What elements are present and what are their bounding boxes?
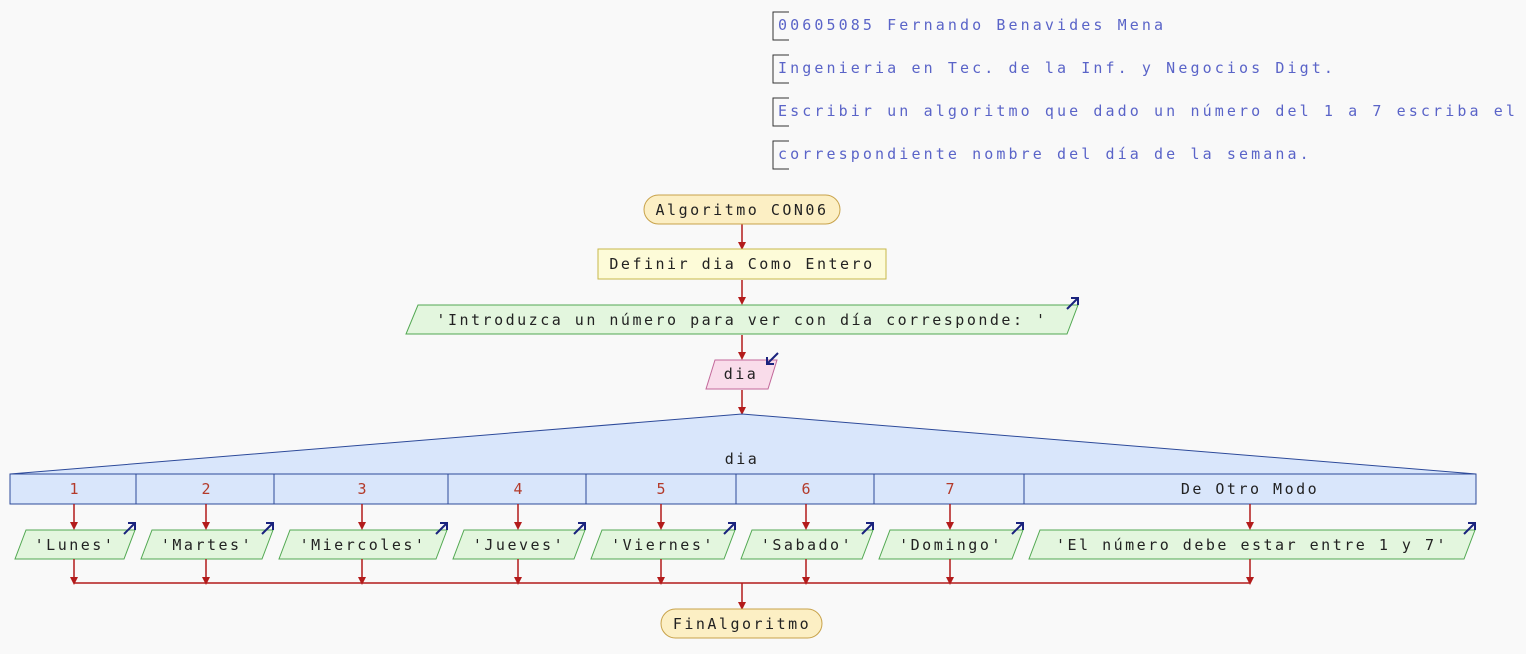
output-arrow-icon — [1463, 522, 1476, 535]
case-output[interactable]: 'Domingo' — [878, 522, 1024, 560]
case-label: De Otro Modo — [1181, 480, 1319, 498]
case-output[interactable]: 'El número debe estar entre 1 y 7' — [1028, 522, 1476, 560]
prompt-label: 'Introduzca un número para ver con día c… — [436, 311, 1047, 329]
define-block[interactable]: Definir dia Como Entero — [597, 248, 887, 280]
start-terminator[interactable]: Algoritmo CON06 — [643, 194, 841, 225]
comment-4: correspondiente nombre del día de la sem… — [778, 145, 1312, 163]
output-arrow-icon — [1066, 297, 1079, 310]
comment-3: Escribir un algoritmo que dado un número… — [778, 102, 1518, 120]
read-input[interactable]: dia — [705, 352, 779, 390]
case-label: 7 — [945, 480, 954, 498]
case-output-label: 'Jueves' — [473, 536, 565, 554]
case-label: 3 — [357, 480, 366, 498]
prompt-output[interactable]: 'Introduzca un número para ver con día c… — [405, 297, 1079, 335]
case-output-label: 'Lunes' — [35, 536, 116, 554]
case-label: 5 — [656, 480, 665, 498]
output-arrow-icon — [861, 522, 874, 535]
case-output-label: 'Miercoles' — [300, 536, 427, 554]
case-output-label: 'Martes' — [161, 536, 253, 554]
case-dividers — [135, 474, 1025, 504]
comment-1: 00605085 Fernando Benavides Mena — [778, 16, 1166, 34]
comment-block: 00605085 Fernando Benavides Mena Ingenie… — [772, 11, 1518, 170]
output-arrow-icon — [723, 522, 736, 535]
read-var-label: dia — [724, 365, 759, 383]
case-label: 4 — [513, 480, 522, 498]
switch-block[interactable]: dia — [9, 413, 1477, 505]
output-arrow-icon — [123, 522, 136, 535]
case-outputs: 'Lunes' 'Martes' 'Miercoles' 'Jueves' 'Viern… — [14, 522, 1476, 560]
output-arrow-icon — [1011, 522, 1024, 535]
define-label: Definir dia Como Entero — [609, 255, 874, 273]
start-label: Algoritmo CON06 — [656, 201, 829, 219]
input-arrow-icon — [766, 352, 779, 365]
case-label: 1 — [69, 480, 78, 498]
case-output[interactable]: 'Jueves' — [452, 522, 586, 560]
case-output[interactable]: 'Martes' — [140, 522, 274, 560]
case-output-label: 'Domingo' — [899, 536, 1003, 554]
case-output[interactable]: 'Sabado' — [740, 522, 874, 560]
case-label: 6 — [801, 480, 810, 498]
case-output-label: 'El número debe estar entre 1 y 7' — [1056, 536, 1448, 554]
case-output[interactable]: 'Miercoles' — [278, 522, 448, 560]
case-output[interactable]: 'Viernes' — [590, 522, 736, 560]
comment-2: Ingenieria en Tec. de la Inf. y Negocios… — [778, 59, 1336, 77]
switch-variable: dia — [725, 450, 760, 468]
case-connectors — [70, 504, 1254, 610]
end-label: FinAlgoritmo — [673, 615, 811, 633]
end-terminator[interactable]: FinAlgoritmo — [660, 608, 823, 639]
case-labels: 1 2 3 4 5 6 7 De Otro Modo — [69, 480, 1319, 498]
case-label: 2 — [201, 480, 210, 498]
output-arrow-icon — [261, 522, 274, 535]
case-output-label: 'Viernes' — [611, 536, 715, 554]
case-output[interactable]: 'Lunes' — [14, 522, 136, 560]
output-arrow-icon — [573, 522, 586, 535]
case-output-label: 'Sabado' — [761, 536, 853, 554]
output-arrow-icon — [435, 522, 448, 535]
